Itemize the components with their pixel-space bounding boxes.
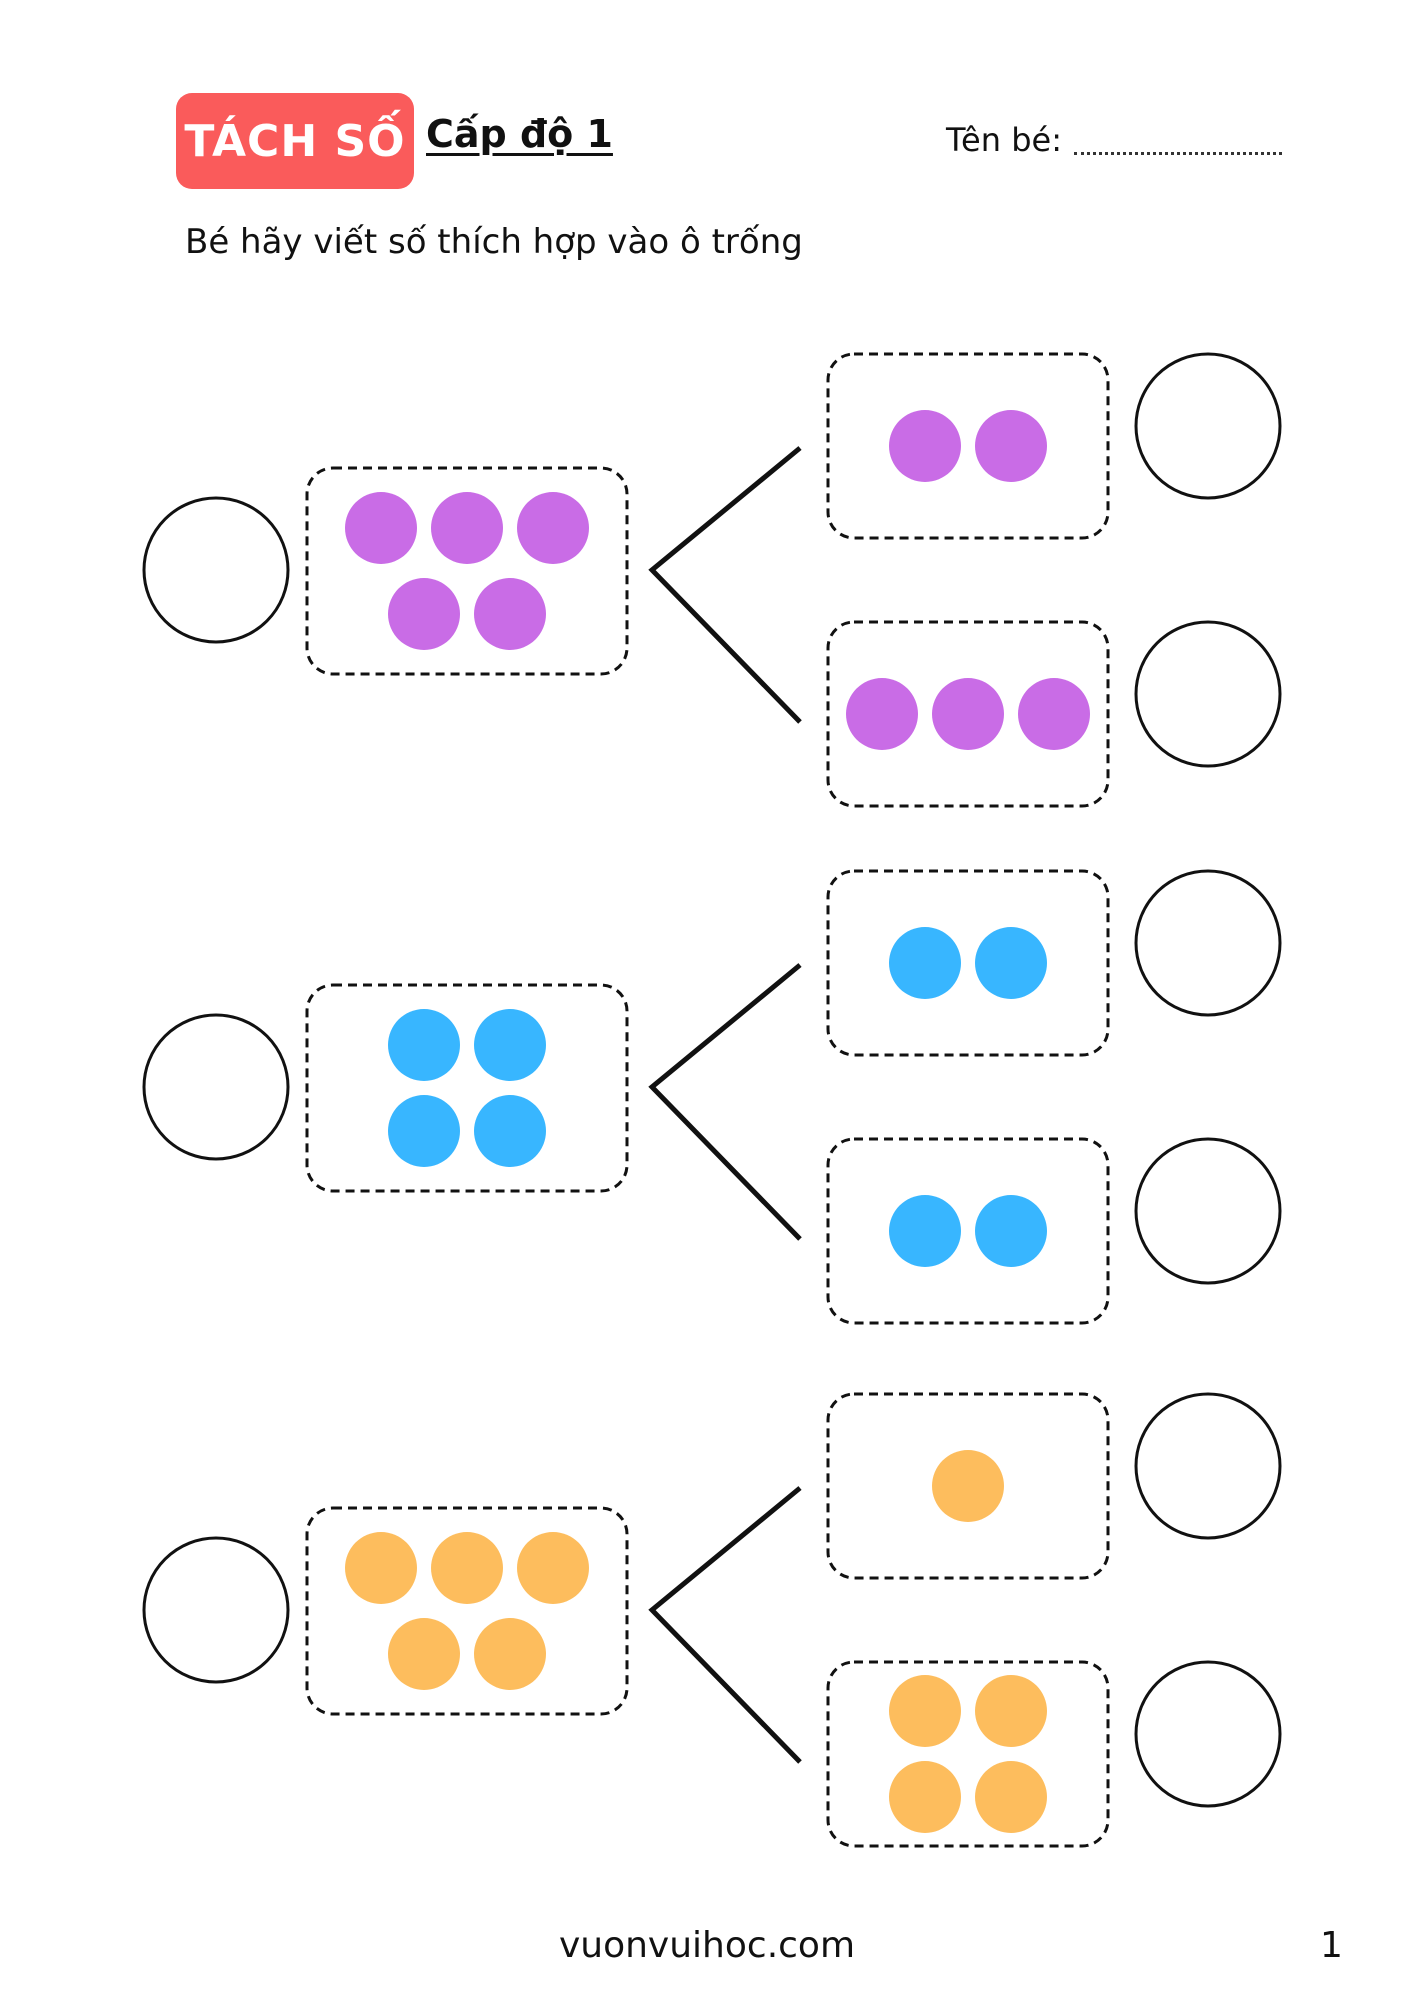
whole-box <box>305 1506 629 1716</box>
name-label: Tên bé: <box>946 121 1062 159</box>
part-box <box>826 620 1110 808</box>
branch-lines <box>648 963 802 1241</box>
whole-dot <box>345 1532 417 1604</box>
part-answer-circle[interactable] <box>1134 620 1282 768</box>
whole-dot <box>431 1532 503 1604</box>
branch-lines <box>648 1486 802 1764</box>
level-label: Cấp độ 1 <box>426 112 613 156</box>
whole-answer-circle[interactable] <box>142 496 290 644</box>
part-dot <box>889 410 961 482</box>
whole-box <box>305 983 629 1193</box>
whole-dot <box>474 1095 546 1167</box>
part-dot <box>889 927 961 999</box>
footer-site: vuonvuihoc.com <box>558 1925 856 1966</box>
whole-dot <box>388 1618 460 1690</box>
part-answer-circle[interactable] <box>1134 869 1282 1017</box>
part-answer-circle[interactable] <box>1134 1137 1282 1285</box>
whole-dot <box>388 1009 460 1081</box>
part-answer-circle[interactable] <box>1134 1392 1282 1540</box>
part-dot <box>1018 678 1090 750</box>
part-dot <box>975 410 1047 482</box>
whole-dot <box>474 1009 546 1081</box>
part-dot <box>975 927 1047 999</box>
part-dot <box>889 1675 961 1747</box>
whole-box <box>305 466 629 676</box>
whole-dot <box>388 578 460 650</box>
whole-answer-circle[interactable] <box>142 1536 290 1684</box>
part-answer-circle[interactable] <box>1134 352 1282 500</box>
part-dot <box>889 1195 961 1267</box>
whole-dot <box>345 492 417 564</box>
whole-dot <box>517 492 589 564</box>
whole-dot <box>474 578 546 650</box>
part-dot <box>932 1450 1004 1522</box>
whole-dot <box>517 1532 589 1604</box>
whole-dot <box>388 1095 460 1167</box>
part-box <box>826 869 1110 1057</box>
part-dot <box>932 678 1004 750</box>
part-dot <box>975 1761 1047 1833</box>
part-box <box>826 1392 1110 1580</box>
part-box <box>826 1660 1110 1848</box>
title-badge-text: TÁCH SỐ <box>184 115 406 167</box>
part-dot <box>975 1195 1047 1267</box>
part-dot <box>846 678 918 750</box>
branch-lines <box>648 446 802 724</box>
instruction-text: Bé hãy viết số thích hợp vào ô trống <box>185 222 803 262</box>
name-write-line[interactable] <box>1074 152 1282 155</box>
part-answer-circle[interactable] <box>1134 1660 1282 1808</box>
part-box <box>826 352 1110 540</box>
part-dot <box>889 1761 961 1833</box>
title-badge: TÁCH SỐ <box>176 93 414 189</box>
part-dot <box>975 1675 1047 1747</box>
whole-answer-circle[interactable] <box>142 1013 290 1161</box>
whole-dot <box>474 1618 546 1690</box>
part-box <box>826 1137 1110 1325</box>
page-number: 1 <box>1320 1925 1343 1966</box>
whole-dot <box>431 492 503 564</box>
